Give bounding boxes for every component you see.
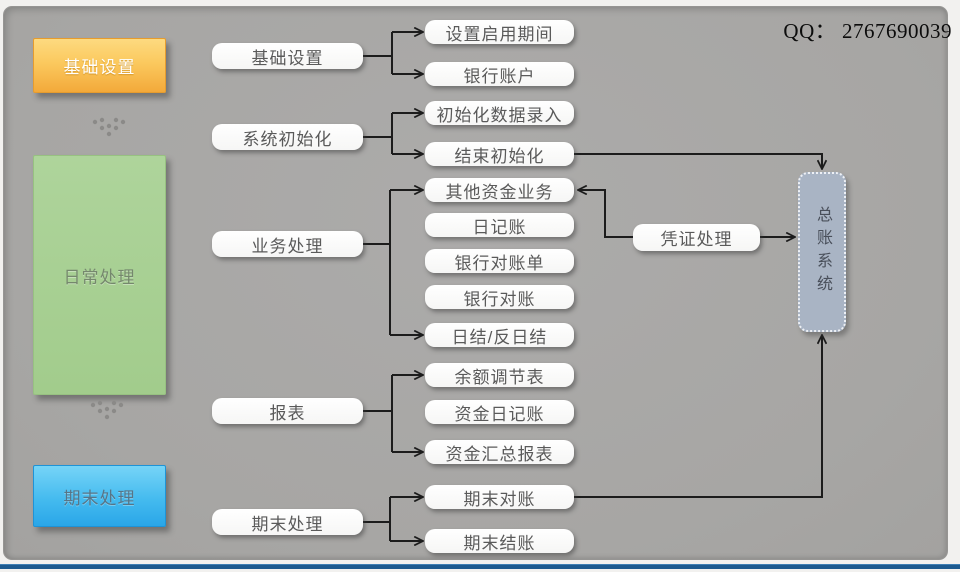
category-box-reports: 报表 (212, 398, 363, 424)
task-box-fund-summary-report: 资金汇总报表 (425, 440, 574, 464)
voucher-processing-box: 凭证处理 (633, 224, 760, 251)
category-box-basic-setup: 基础设置 (212, 43, 363, 69)
category-box-period-end: 期末处理 (212, 509, 363, 535)
task-box-bank-reconciliation: 银行对账 (425, 285, 574, 309)
task-box-other-fund-business: 其他资金业务 (425, 178, 574, 202)
general-ledger-box: 总账系统 (798, 172, 846, 332)
task-box-bank-account: 银行账户 (425, 62, 574, 86)
task-box-finish-init: 结束初始化 (425, 142, 574, 166)
stage-box-period-end: 期末处理 (33, 465, 166, 527)
task-box-daily-close: 日结/反日结 (425, 323, 574, 347)
task-box-bank-statement: 银行对账单 (425, 249, 574, 273)
task-box-balance-adjustment-table: 余额调节表 (425, 363, 574, 387)
stage-box-daily-processing: 日常处理 (33, 155, 166, 395)
stage-box-basic-setup: 基础设置 (33, 38, 166, 93)
dotted-chevron-icon (90, 117, 126, 139)
task-box-enable-period: 设置启用期间 (425, 20, 574, 44)
task-box-journal: 日记账 (425, 213, 574, 237)
dotted-chevron-icon (88, 400, 124, 422)
category-box-system-init: 系统初始化 (212, 124, 363, 150)
task-box-init-data-entry: 初始化数据录入 (425, 101, 574, 125)
task-box-period-end-reconciliation: 期末对账 (425, 485, 574, 509)
qq-watermark: QQ： 2767690039 (783, 19, 952, 43)
category-box-business-processing: 业务处理 (212, 231, 363, 257)
task-box-period-end-closing: 期末结账 (425, 529, 574, 553)
bottom-blue-bar (0, 564, 960, 569)
task-box-fund-journal: 资金日记账 (425, 400, 574, 424)
